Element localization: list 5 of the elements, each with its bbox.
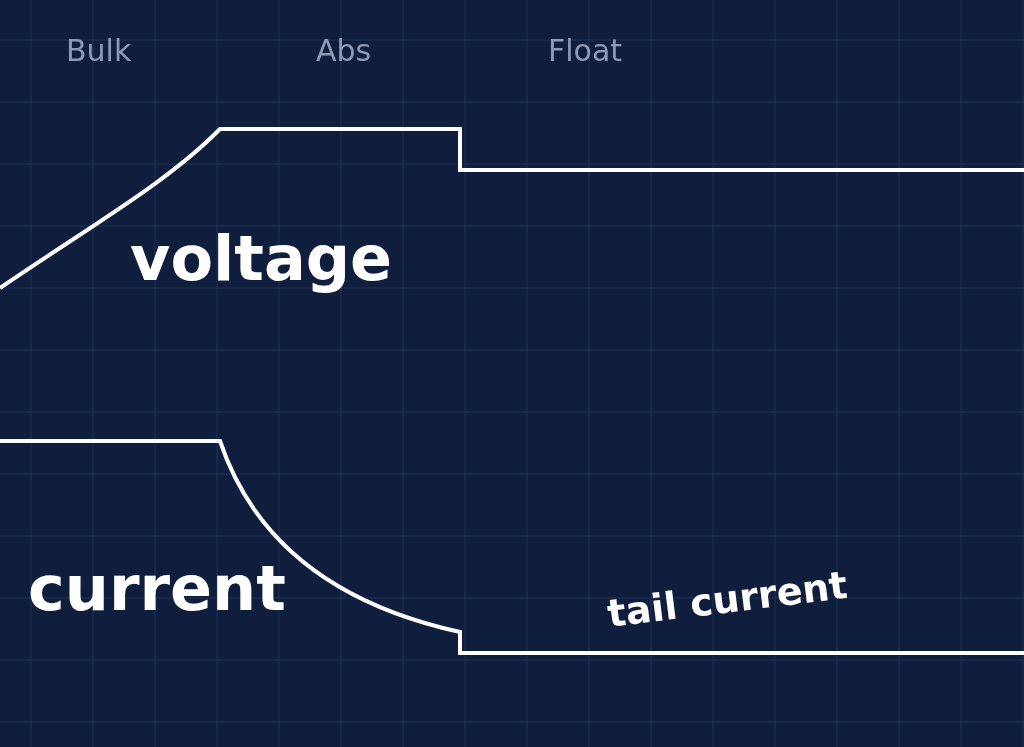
stage-label: Bulk: [66, 36, 132, 66]
curve-label: tail current: [605, 565, 850, 633]
stage-label: Abs: [316, 36, 372, 66]
curve-label: current: [28, 558, 286, 620]
stage-label: Float: [548, 36, 623, 66]
